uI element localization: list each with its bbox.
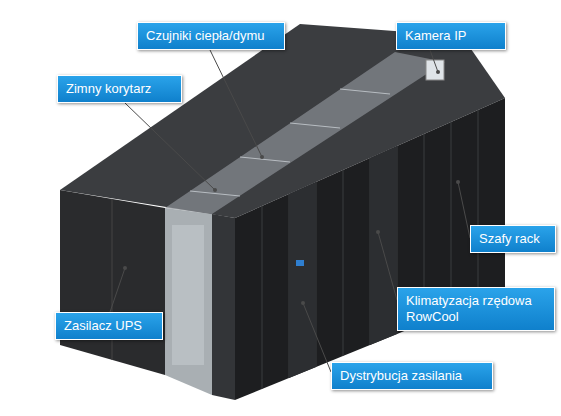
callout-box: Szafy rack [470,225,556,253]
leader-dot [456,180,460,184]
rack-seam [262,206,263,389]
rowcool-unit [370,146,397,345]
leader-dot [123,266,127,270]
callout-box: Kamera IP [396,22,506,50]
row-end-face [212,214,235,400]
leader-line [378,232,397,300]
leader-line [430,50,438,72]
ceiling-tile-line [340,89,390,94]
rack-seam [478,110,479,301]
ceiling-tile-line [240,157,290,162]
callout-label: Dystrybucja zasilania [340,368,484,384]
door-glass-pane [172,225,204,365]
callout-box: Zimny korytarz [57,75,182,103]
leader-dot [436,70,440,74]
rack-seam [451,122,452,312]
pdu-display [296,260,304,266]
callout-label: Klimatyzacja rzędowa RowCool [406,293,546,325]
callout-label: Czujniki ciepła/dymu [146,28,276,44]
leader-dot [301,301,305,305]
ceiling-tile-line [290,123,340,128]
leader-line [458,182,470,238]
pdu-unit [289,182,316,378]
callout-label: Szafy rack [479,231,547,247]
leader-dot [260,155,264,159]
callout-label: Kamera IP [405,28,497,44]
callout-label: Zimny korytarz [66,81,173,97]
rack-seam [343,170,344,356]
leader-dot [376,230,380,234]
callout-box: Klimatyzacja rzędowa RowCool [397,287,555,331]
ups-end-face [60,190,165,375]
callout-box: Zasilacz UPS [55,312,163,340]
callout-box: Czujniki ciepła/dymu [137,22,285,50]
leader-line [110,268,125,312]
leader-line [125,103,215,190]
leader-line [303,303,331,372]
leader-dot [213,188,217,192]
callout-box: Dystrybucja zasilania [331,362,493,390]
rack-row-side [235,98,505,400]
callout-label: Zasilacz UPS [64,318,154,334]
leader-line [210,50,262,157]
glass-door [165,208,212,395]
